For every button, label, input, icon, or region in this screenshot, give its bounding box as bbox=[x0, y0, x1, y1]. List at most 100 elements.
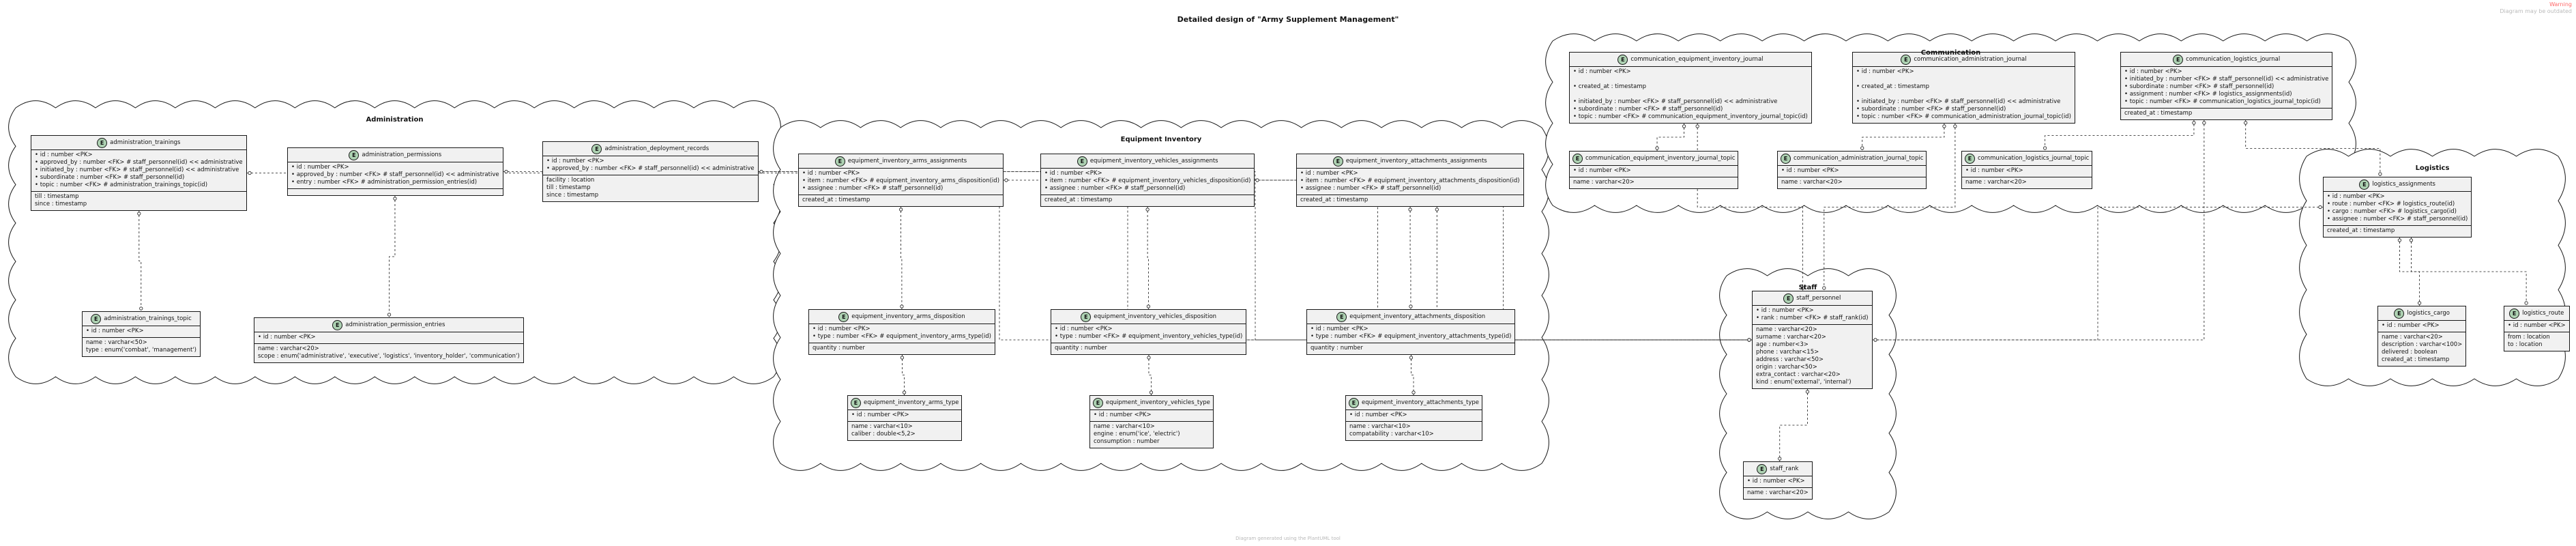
relation-end-many bbox=[1682, 124, 1686, 128]
warning-watermark: Warning Diagram may be outdated bbox=[2500, 1, 2572, 15]
entity-name: administration_trainings bbox=[110, 139, 181, 146]
entity-field: phone : varchar<15> bbox=[1756, 349, 1819, 356]
entity-section: quantity : number bbox=[1307, 343, 1515, 354]
relation-edge bbox=[2399, 238, 2420, 306]
relation-end-many bbox=[899, 207, 903, 212]
entity-field: name : varchar<20> bbox=[258, 345, 319, 352]
entity-field: engine : enum('ice', 'electric') bbox=[1094, 431, 1180, 437]
relation-end-many bbox=[504, 169, 508, 174]
entity-name: administration_deployment_records bbox=[604, 145, 709, 152]
entity-field: till : timestamp bbox=[35, 193, 79, 200]
relation-end-many bbox=[2202, 121, 2206, 125]
entity-name: communication_logistics_journal_topic bbox=[1978, 155, 2090, 162]
entity-section: created_at : timestamp bbox=[799, 195, 1004, 206]
entity-badge-icon: E bbox=[91, 314, 102, 324]
entity-badge-icon: E bbox=[851, 398, 861, 408]
entity-field bbox=[1856, 91, 2071, 98]
entity-name: equipment_inventory_vehicles_disposition bbox=[1094, 313, 1217, 320]
entity-field: • assignee : number <FK> # staff_personn… bbox=[2327, 216, 2468, 222]
entity-field: • topic : number <FK> # communication_lo… bbox=[2124, 98, 2321, 105]
relation-end-many bbox=[248, 171, 252, 175]
entity-name: equipment_inventory_vehicles_assignments bbox=[1089, 158, 1218, 164]
entity-field: name : varchar<20> bbox=[1573, 179, 1635, 186]
entity-section: • id : number <PK> bbox=[254, 332, 523, 343]
entity-field: created_at : timestamp bbox=[1300, 197, 1368, 203]
relation-end-many bbox=[2409, 238, 2414, 242]
entity-section: quantity : number bbox=[809, 343, 995, 354]
entity-section: • id : number <PK> bbox=[2504, 320, 2569, 332]
entity-badge-icon: E bbox=[349, 150, 360, 160]
entity-section: name : varchar<10>caliber : double<5,2> bbox=[848, 421, 962, 440]
entity-name: equipment_inventory_arms_type bbox=[864, 399, 959, 406]
entity-badge-icon: E bbox=[1332, 156, 1343, 167]
entity-field: • id : number <PK> bbox=[1573, 68, 1631, 75]
entity-section: created_at : timestamp bbox=[2324, 225, 2472, 237]
relation-end-many bbox=[1255, 178, 1259, 182]
relation-end-one bbox=[1655, 146, 1659, 150]
entity-field: • rank : number <FK> # staff_rank(id) bbox=[1756, 315, 1869, 321]
entity-field bbox=[1573, 91, 1808, 98]
entity-field: • id : number <PK> bbox=[2124, 68, 2182, 75]
relation-end-many bbox=[1953, 124, 1957, 128]
entity-section: • id : number <PK>• type : number <FK> #… bbox=[1051, 324, 1246, 343]
entity-section: • id : number <PK>• initiated_by : numbe… bbox=[2121, 66, 2332, 108]
entity-name: communication_logistics_journal bbox=[2186, 56, 2281, 63]
entity-section: name : varchar<50>type : enum('combat', … bbox=[83, 337, 200, 356]
entity-field: • item : number <FK> # equipment_invento… bbox=[802, 177, 1000, 184]
relation-end-one bbox=[2524, 301, 2528, 305]
entity-field: name : varchar<20> bbox=[1756, 326, 1817, 333]
relation-edge bbox=[1824, 124, 1956, 291]
entity-field: • id : number <PK> bbox=[1747, 478, 1805, 485]
entity-field: • id : number <PK> bbox=[2382, 322, 2440, 329]
entity-field: • assignee : number <FK> # staff_personn… bbox=[1300, 185, 1441, 192]
entity-field: • approved_by : number <FK> # staff_pers… bbox=[291, 171, 499, 178]
relation-end-one bbox=[1747, 338, 1751, 342]
entity-name: communication_administration_journal bbox=[1914, 56, 2027, 63]
entity-badge-icon: E bbox=[2359, 179, 2370, 190]
entity-field: • item : number <FK> # equipment_invento… bbox=[1044, 177, 1251, 184]
relation-end-many bbox=[1409, 356, 1414, 360]
entity-field: origin : varchar<50> bbox=[1756, 364, 1817, 371]
entity-badge-icon: E bbox=[97, 138, 108, 148]
entity-field: • id : number <PK> bbox=[813, 326, 870, 332]
relation-edge bbox=[1779, 389, 1808, 461]
entity-badge-icon: E bbox=[2173, 55, 2184, 65]
entity-badge-icon: E bbox=[1081, 312, 1092, 322]
entity-section: • id : number <PK>• item : number <FK> #… bbox=[1041, 168, 1255, 195]
entity-field: consumption : number bbox=[1094, 438, 1160, 445]
relation-end-many bbox=[1942, 124, 1946, 128]
relation-edge bbox=[902, 355, 905, 395]
group-label-logistics: Logistics bbox=[2415, 164, 2450, 172]
group-label-administration: Administration bbox=[366, 116, 424, 124]
entity-section: name : varchar<10>engine : enum('ice', '… bbox=[1090, 421, 1213, 448]
entity-section: name : varchar<20> bbox=[1744, 487, 1812, 499]
entity-field: facility : location bbox=[546, 177, 595, 184]
entity-badge-icon: E bbox=[1618, 55, 1628, 65]
entity-field: name : varchar<10> bbox=[1094, 423, 1155, 430]
entity-field: • type : number <FK> # equipment_invento… bbox=[1055, 333, 1243, 340]
relation-end-one bbox=[139, 306, 143, 311]
entity-section: • id : number <PK> bbox=[83, 326, 200, 337]
entity-field: • id : number <PK> bbox=[1055, 326, 1113, 332]
relation-edge bbox=[1862, 124, 1945, 151]
entity-field: • id : number <PK> bbox=[546, 158, 604, 164]
entity-field: • initiated_by : number <FK> # staff_per… bbox=[1573, 98, 1778, 105]
group-label-staff: Staff bbox=[1798, 284, 1817, 291]
